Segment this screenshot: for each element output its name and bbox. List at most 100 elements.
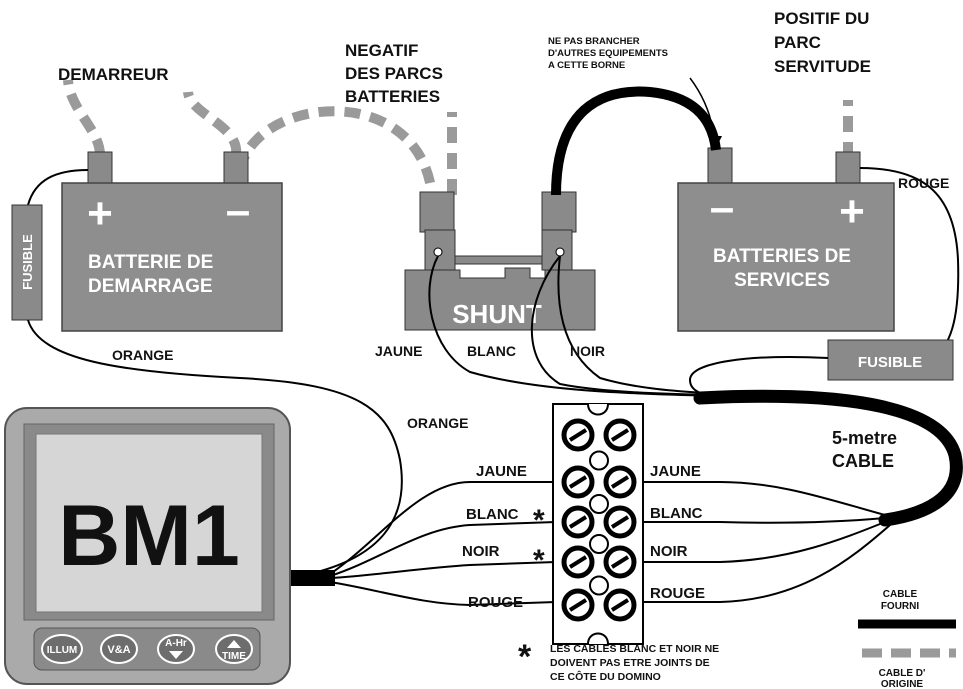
footnote-line1: LES CABLES BLANC ET NOIR NE — [550, 643, 719, 655]
domino-star-noir: * — [533, 544, 545, 577]
noir-shunt-wire — [557, 255, 721, 395]
time-button[interactable]: TIME — [215, 634, 253, 664]
time-button-label: TIME — [222, 651, 246, 662]
screw-slot — [568, 598, 588, 612]
illum-button-shape[interactable] — [41, 634, 83, 664]
ahr-button-shape[interactable] — [157, 634, 195, 664]
starter-battery-plus-sign: + — [87, 189, 113, 238]
left-fuse-label: FUSIBLE — [20, 234, 35, 290]
screw-slot — [610, 475, 630, 489]
positif-label-line1: POSITIF DU — [774, 9, 869, 28]
domino-right-label-rouge: ROUGE — [650, 585, 705, 602]
shunt-bolt-left — [433, 247, 443, 257]
service-battery-plus-sign: + — [839, 187, 865, 236]
footnote-star: * — [518, 638, 532, 676]
service-battery-label-line2: SERVICES — [734, 270, 830, 291]
starter-battery-label-line1: BATTERIE DE — [88, 252, 213, 273]
warning-arrow-line — [689, 77, 715, 139]
domino-right-wires — [640, 481, 891, 603]
down-arrow-icon — [169, 651, 183, 659]
left-fuse-body — [11, 204, 43, 321]
starter-battery-terminal-negative — [223, 151, 249, 185]
legend-supplied-line1: CABLE — [883, 589, 918, 600]
orange-label-1: ORANGE — [112, 347, 173, 363]
negative-bridge-cable — [235, 106, 437, 196]
legend-supplied-line2: FOURNI — [881, 601, 920, 612]
va-button[interactable]: V&A — [100, 634, 138, 664]
ahr-button-label: A-Hr — [165, 638, 187, 649]
domino-left-label-rouge: ROUGE — [468, 594, 523, 611]
shunt-base — [404, 267, 596, 331]
left-wire-rouge — [329, 581, 557, 607]
demarreur-label: DEMARREUR — [58, 65, 169, 84]
shunt-label: SHUNT — [452, 299, 542, 329]
domino-notch-bottom — [587, 632, 609, 645]
domino-left-label-noir: NOIR — [462, 543, 500, 560]
va-button-label: V&A — [107, 644, 130, 656]
right-fuse-label: FUSIBLE — [858, 354, 922, 371]
left-wire-blanc — [329, 521, 557, 577]
domino-left-wires — [329, 481, 557, 607]
starter-battery-minus-sign: – — [226, 186, 250, 235]
negatif-label-line3: BATTERIES — [345, 87, 440, 106]
domino-labels: JAUNE BLANC NOIR ROUGE * * JAUNE BLANC N… — [462, 463, 705, 611]
shunt-terminal-left — [419, 191, 455, 233]
screw-slot — [568, 555, 588, 569]
ahr-button[interactable]: A-Hr — [157, 634, 195, 664]
orange-label-2: ORANGE — [407, 415, 468, 431]
va-button-shape[interactable] — [100, 634, 138, 664]
domino-notch-top — [587, 403, 609, 416]
jaune-shunt-label: JAUNE — [375, 343, 422, 359]
illum-button[interactable]: ILLUM — [41, 634, 83, 664]
starter-cable-negative — [183, 90, 242, 156]
shunt-terminal-right — [541, 191, 577, 233]
screw-slot — [568, 428, 588, 442]
right-wire-blanc — [640, 517, 886, 524]
screw-slot — [568, 475, 588, 489]
domino-right-label-noir: NOIR — [650, 543, 688, 560]
legend-original-line2: ORIGINE — [881, 679, 924, 689]
domino-divider-hole — [589, 534, 609, 554]
domino-right-label-jaune: JAUNE — [650, 463, 701, 480]
blanc-shunt-wire — [530, 255, 721, 396]
shunt-to-service-negative-cable — [551, 86, 721, 196]
negatif-label-line2: DES PARCS — [345, 64, 443, 83]
ne-pas-brancher-line2: D'AUTRES EQUIPEMENTS — [548, 48, 668, 59]
service-battery-terminal-negative — [707, 147, 733, 185]
right-wire-noir — [640, 521, 886, 563]
five-metre-label-line1: 5-metre — [832, 428, 897, 448]
screw-slot — [568, 515, 588, 529]
screw-slot — [610, 598, 630, 612]
right-wire-rouge — [640, 524, 891, 603]
right-fuse: FUSIBLE — [827, 339, 954, 381]
fuse-to-battery-wire — [27, 169, 89, 206]
thin-wires — [27, 255, 829, 577]
shunt: SHUNT — [404, 191, 596, 331]
domino-left-label-blanc: BLANC — [466, 506, 519, 523]
service-battery: – + BATTERIES DE SERVICES — [677, 147, 895, 332]
right-fuse-body — [827, 339, 954, 381]
five-metre-cable — [693, 389, 963, 527]
screw-slot — [610, 555, 630, 569]
right-wire-jaune — [640, 481, 886, 516]
bm1-display-text: BM1 — [58, 488, 240, 584]
domino-divider-hole — [589, 450, 609, 471]
blanc-shunt-label: BLANC — [467, 343, 516, 359]
left-fuse: FUSIBLE — [11, 169, 89, 321]
legend: CABLE FOURNI CABLE D' ORIGINE — [858, 589, 956, 689]
ne-pas-brancher-line1: NE PAS BRANCHER — [548, 36, 640, 47]
shunt-bar — [454, 255, 543, 265]
positif-label-line3: SERVITUDE — [774, 57, 871, 76]
domino-screws — [561, 418, 637, 622]
starter-battery-terminal-positive — [87, 151, 113, 185]
warning-arrow-head — [708, 136, 722, 150]
bm1-button-bar — [33, 627, 261, 671]
jaune-shunt-wire — [428, 255, 721, 397]
up-arrow-icon — [227, 640, 241, 648]
starter-battery: + – BATTERIE DE DEMARRAGE — [61, 151, 283, 332]
footnote-line2: DOIVENT PAS ETRE JOINTS DE — [550, 657, 710, 669]
left-wire-noir — [329, 561, 557, 579]
time-button-shape[interactable] — [215, 634, 253, 664]
legend-original-line1: CABLE D' — [879, 668, 926, 679]
